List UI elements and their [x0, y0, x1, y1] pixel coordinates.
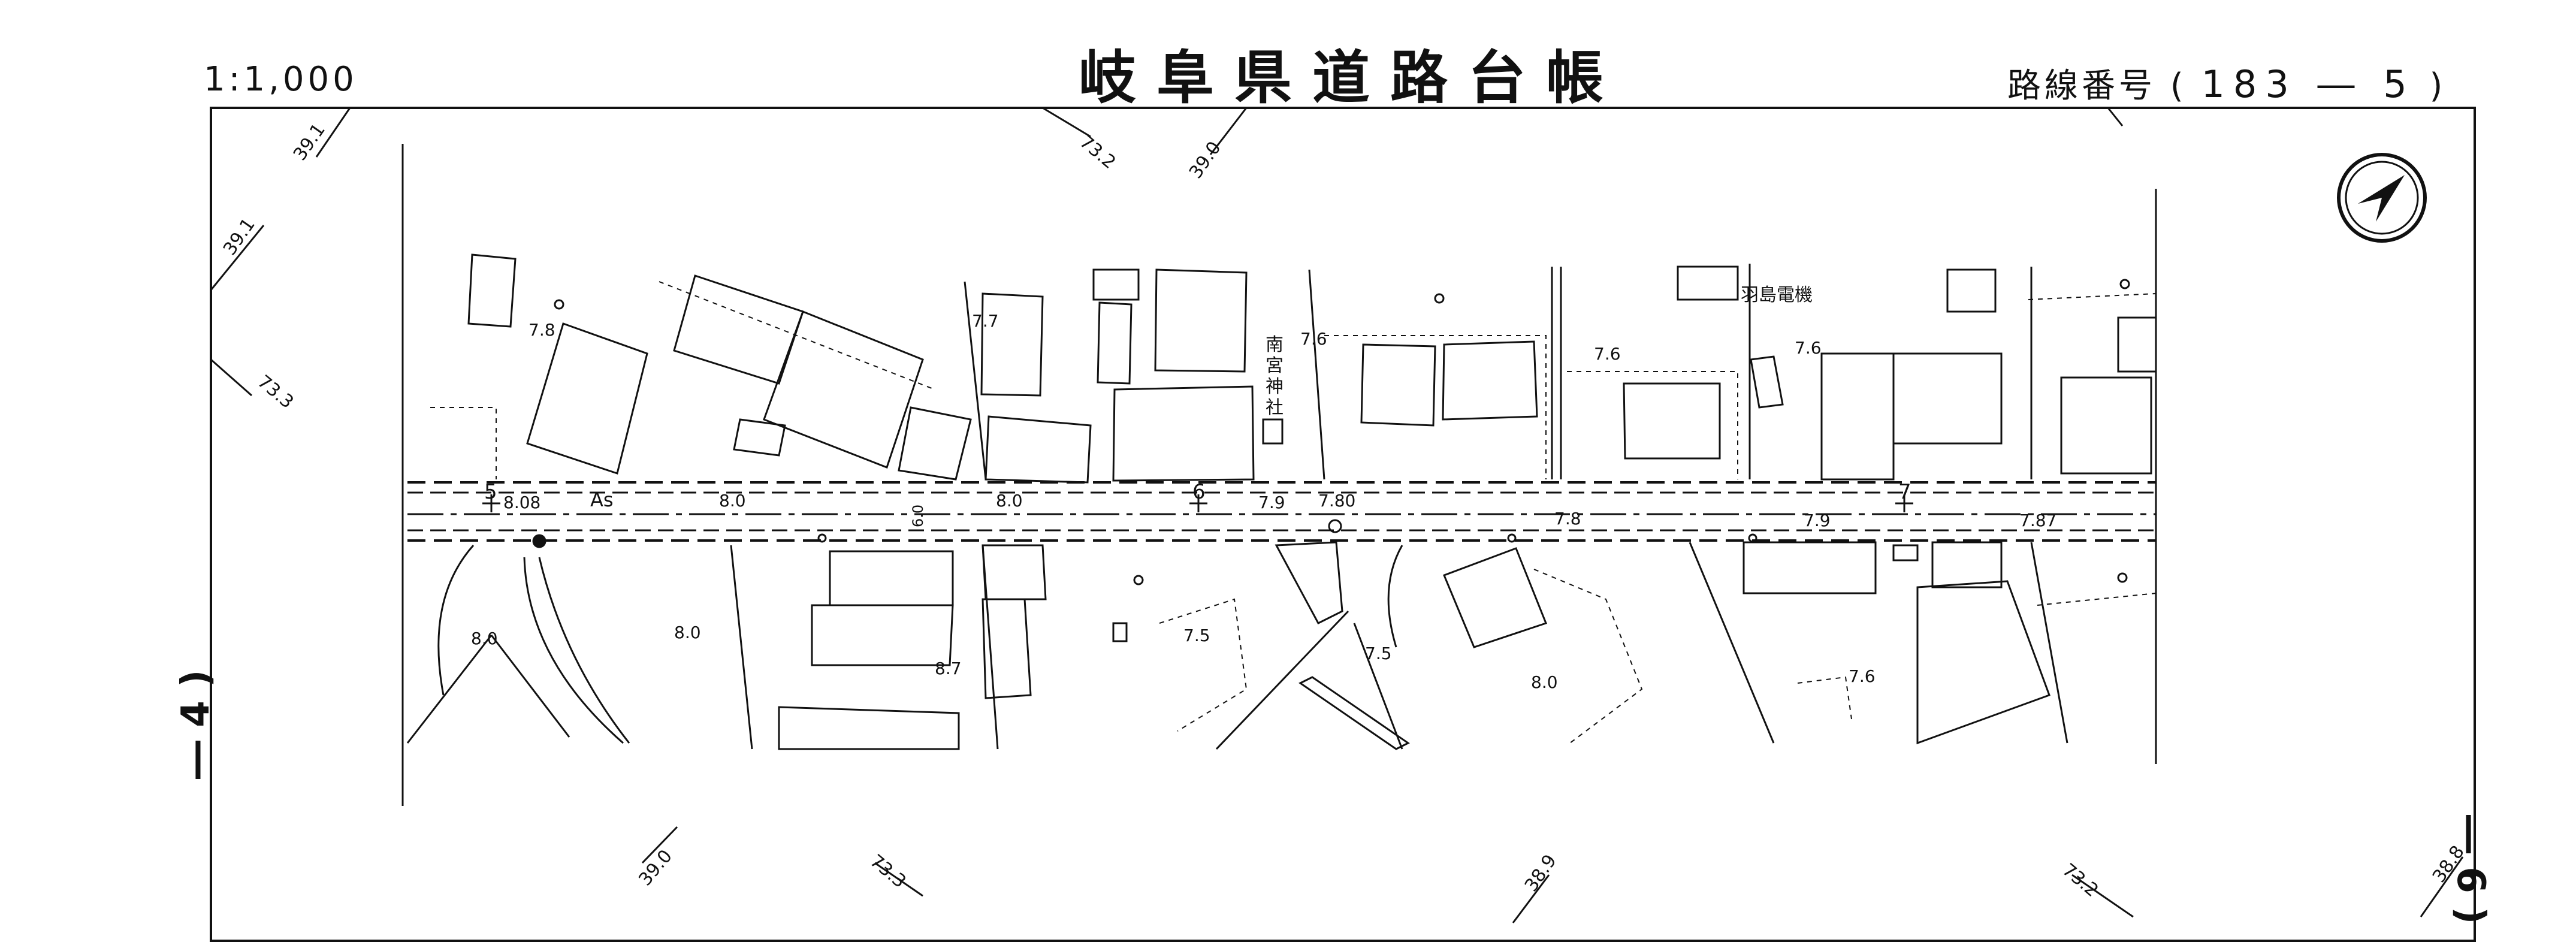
north-arrow-icon [2337, 153, 2427, 243]
map-title: 岐阜県道路台帳 [1079, 44, 1624, 111]
road-height: 8.0 [996, 491, 1023, 511]
property-lines-south [1159, 569, 2157, 744]
road-surface: As [590, 488, 614, 511]
spot-height: 7.6 [1849, 666, 1876, 686]
spot-height: 7.6 [1795, 338, 1822, 358]
grid-label: 38.9 [1521, 851, 1561, 896]
grid-ticks [210, 107, 2464, 923]
buildings-south [778, 541, 2050, 750]
station-number: 6 [1192, 480, 1206, 504]
station-number: 5 [484, 480, 497, 504]
spot-height: 7.6 [1594, 344, 1621, 364]
map-scale: 1:1,000 [204, 60, 358, 99]
route-number-value: 183 ― 5 [2201, 62, 2415, 106]
company-label: 羽島電機 [1741, 285, 1813, 306]
grid-label: 73.3 [253, 371, 298, 413]
route-paren-open: ( [2170, 67, 2187, 105]
road-height: 7.87 [2019, 511, 2056, 530]
grid-label: 39.0 [635, 846, 677, 890]
spot-height: 7.8 [529, 320, 555, 340]
road-height: 8.08 [503, 493, 540, 512]
road [407, 481, 2156, 542]
culvert-height: 6.0 [910, 505, 926, 527]
road-height: 7.80 [1318, 491, 1355, 511]
shrine-label-char: 神 [1266, 376, 1284, 397]
spot-height: 8.7 [935, 659, 962, 678]
road-annotations: 5 6 7 8.08 As 8.0 8.0 7.9 7.80 7.8 7.9 7… [484, 480, 2056, 530]
spot-height: 7.7 [972, 311, 999, 331]
route-number-block: 路線番号 ( 183 ― 5 ) [2007, 59, 2446, 107]
spot-height: 7.5 [1365, 644, 1392, 663]
buildings-north [467, 253, 2157, 484]
adjacent-sheet-left: ― 4 ) [174, 669, 218, 779]
map-frame [210, 107, 2476, 942]
place-labels: 南 宮 神 社 羽島電機 [1266, 285, 1813, 418]
shrine-label-char: 南 [1266, 334, 1284, 355]
spot-height: 7.6 [1300, 329, 1327, 349]
boundary-lines-south [406, 542, 2068, 750]
spot-height: 8.0 [1531, 672, 1558, 692]
shrine-label-char: 社 [1266, 397, 1284, 418]
grid-label: 73.2 [1076, 131, 1120, 173]
spot-height: 7.5 [1183, 626, 1210, 645]
boundary-lines-north [964, 264, 2033, 480]
road-height: 7.9 [1804, 511, 1831, 530]
map-symbols [532, 279, 2130, 585]
station-crosses [482, 494, 1913, 512]
area-heights: 7.8 7.7 7.6 7.6 7.6 8.0 8.0 8.7 7.5 7.5 … [471, 311, 1876, 692]
shrine-label-char: 宮 [1266, 355, 1284, 376]
road-height: 7.9 [1258, 493, 1285, 512]
road-height: 8.0 [719, 491, 746, 511]
road-height: 7.8 [1554, 509, 1581, 529]
route-number-label: 路線番号 [2007, 67, 2156, 105]
station-number: 7 [1898, 480, 1911, 504]
adjacent-sheet-right: ― 6 ) [2448, 815, 2493, 925]
spot-height: 8.0 [674, 623, 701, 642]
grid-label: 73.2 [2058, 859, 2103, 901]
route-paren-close: ) [2429, 67, 2447, 105]
grid-label: 73.3 [866, 850, 910, 892]
property-lines-north [430, 281, 2157, 479]
grid-label: 39.1 [289, 120, 330, 165]
spot-height: 8.0 [471, 629, 498, 648]
